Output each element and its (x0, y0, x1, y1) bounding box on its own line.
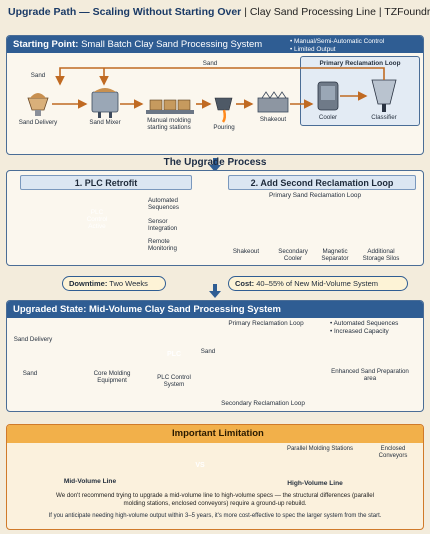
upgraded-note-capacity: • Increased Capacity (330, 328, 389, 335)
plc-screen-line2: Control (86, 216, 108, 223)
plc-screen-line1: PLC (90, 209, 104, 216)
upgraded-sand-arrow: Sand (200, 348, 216, 355)
plc-screen-line3: Active (88, 223, 106, 230)
upgraded-enhanced-prep: Enhanced Sand Preparation area (331, 368, 409, 382)
upgraded-sand-label: Sand (22, 370, 38, 377)
cooler-icon (317, 81, 339, 111)
label-sand-delivery: Sand Delivery (18, 119, 58, 126)
upgraded-state-panel: Upgraded State: Mid-Volume Clay Sand Pro… (6, 300, 424, 412)
note-limited-output: • Limited Output (290, 46, 336, 53)
step2-loop-label: Primary Sand Reclamation Loop (269, 192, 361, 199)
label-sand-mixer: Sand Mixer (89, 119, 121, 126)
primary-reclamation-loop-title: Primary Reclamation Loop (319, 60, 401, 67)
step2-title: 2. Add Second Reclamation Loop (228, 175, 416, 190)
note-manual-control: • Manual/Semi-Automatic Control (290, 38, 385, 45)
label-sand-arrow: Sand (202, 60, 218, 67)
limitation-header-band (7, 425, 423, 443)
title-suffix: | Clay Sand Processing Line | TZFoundry (244, 6, 430, 18)
label-classifier: Classifier (371, 114, 397, 121)
label-sand-top: Sand (30, 72, 46, 79)
title-main: Upgrade Path — Scaling Without Starting … (8, 6, 242, 18)
upgraded-plc-label: PLC Control System (157, 374, 191, 388)
high-volume-label: High-Volume Line (287, 480, 343, 487)
step2-shakeout: Shakeout (232, 248, 260, 255)
pouring-ladle-icon (214, 97, 233, 123)
upgraded-state-header: Upgraded State: Mid-Volume Clay Sand Pro… (7, 301, 423, 318)
step2-secondary-cooler: Secondary Cooler (278, 248, 308, 262)
step1-automated-sequences: Automated Sequences (148, 197, 179, 211)
limitation-title: Important Limitation (172, 428, 264, 439)
cost-pill: Cost: 40–55% of New Mid-Volume System (228, 276, 408, 291)
step1-sensor-integration: Sensor Integration (148, 218, 178, 232)
step2-storage-silos: Additional Storage Silos (362, 248, 400, 262)
vs-text: VS (195, 462, 205, 469)
label-shakeout: Shakeout (259, 116, 287, 123)
limitation-body: We don't recommend trying to upgrade a m… (55, 492, 375, 507)
classifier-icon (371, 79, 397, 112)
label-pouring: Pouring (213, 124, 235, 131)
shakeout-icon (257, 91, 289, 113)
upgrade-process-heading: The Upgrade Process (163, 157, 267, 168)
step1-title: 1. PLC Retrofit (20, 175, 192, 190)
step2-magnetic-separator: Magnetic Separator (321, 248, 349, 262)
limitation-footer: If you anticipate needing high-volume ou… (48, 513, 382, 519)
parallel-stations-label: Parallel Molding Stations (286, 446, 354, 452)
enclosed-conveyors-label: Enclosed Conveyors (378, 446, 408, 459)
starting-flow-arrows (52, 67, 385, 109)
step1-remote-monitoring: Remote Monitoring (148, 238, 177, 252)
downtime-pill: Downtime: Two Weeks (62, 276, 166, 291)
upgraded-primary-loop: Primary Reclamation Loop (228, 320, 304, 327)
upgraded-plc-screen: PLC (167, 351, 181, 358)
label-molding-stations: Manual molding starting stations (147, 117, 191, 131)
upgraded-note-automated: • Automated Sequences (330, 320, 399, 327)
page-title: Upgrade Path — Scaling Without Starting … (8, 6, 430, 18)
upgraded-sand-delivery: Sand Delivery (13, 336, 53, 343)
sand-delivery-icon (27, 93, 49, 116)
label-cooler: Cooler (318, 114, 338, 121)
starting-point-header: Starting Point: Small Batch Clay Sand Pr… (7, 36, 423, 53)
upgraded-secondary-loop: Secondary Reclamation Loop (221, 400, 305, 407)
molding-stations-icon (146, 99, 194, 114)
mid-volume-label: Mid-Volume Line (63, 478, 117, 485)
sand-mixer-icon (91, 88, 119, 118)
upgraded-core-molding: Core Molding Equipment (93, 370, 131, 384)
